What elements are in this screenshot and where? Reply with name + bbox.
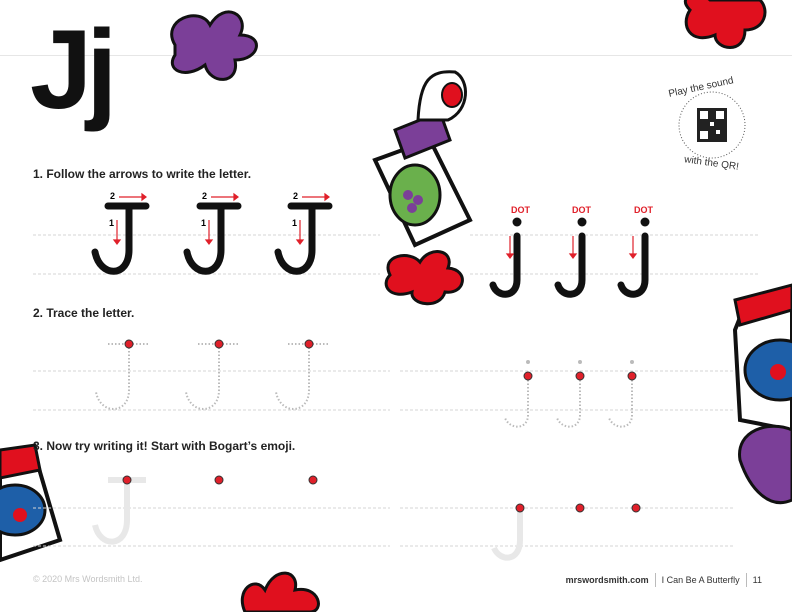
page-number: 11 <box>752 575 762 585</box>
qr-code-icon <box>678 91 746 159</box>
j-dots <box>512 217 650 227</box>
stroke-arrows <box>112 192 330 245</box>
strawberry-jam-jar-right-icon <box>732 283 792 505</box>
dot-label: DOT <box>634 205 653 215</box>
trace-dots <box>526 360 634 364</box>
red-splat-middle-icon <box>384 250 464 306</box>
divider <box>745 573 747 587</box>
stroke-number-2: 2 <box>202 191 208 201</box>
red-splat-bottom-icon <box>240 571 320 612</box>
model-lowercase-j <box>489 232 649 298</box>
purple-splat-icon <box>170 10 258 81</box>
red-splat-icon <box>683 0 767 49</box>
section-try-heading: 3. Now try writing it! Start with Bogart… <box>33 439 296 453</box>
model-capital-j <box>91 202 333 275</box>
stroke-number-1: 1 <box>109 218 115 228</box>
grape-jam-jar-icon <box>372 70 473 248</box>
stroke-number-1: 1 <box>201 218 207 228</box>
lowercase-arrows <box>505 236 638 259</box>
stroke-number-2: 2 <box>110 191 116 201</box>
section-trace-heading: 2. Trace the letter. <box>33 306 135 320</box>
writing-guidelines <box>33 234 760 547</box>
bogart-emoji-icons <box>122 339 641 513</box>
stroke-number-1: 1 <box>292 218 298 228</box>
footer-site: mrswordsmith.com <box>565 575 649 585</box>
stroke-number-2: 2 <box>293 191 299 201</box>
dot-label: DOT <box>572 205 591 215</box>
strawberry-jam-jar-left-icon <box>0 443 63 563</box>
section-follow-heading: 1. Follow the arrows to write the letter… <box>33 167 252 181</box>
footer-book-title: I Can Be A Butterfly <box>661 575 740 585</box>
dot-label: DOT <box>511 205 530 215</box>
footer-info: mrswordsmith.com I Can Be A Butterfly 11 <box>566 573 762 587</box>
header-rule <box>0 55 792 56</box>
letter-title: Jj <box>30 7 117 132</box>
divider <box>654 573 656 587</box>
copyright: © 2020 Mrs Wordsmith Ltd. <box>33 574 143 584</box>
